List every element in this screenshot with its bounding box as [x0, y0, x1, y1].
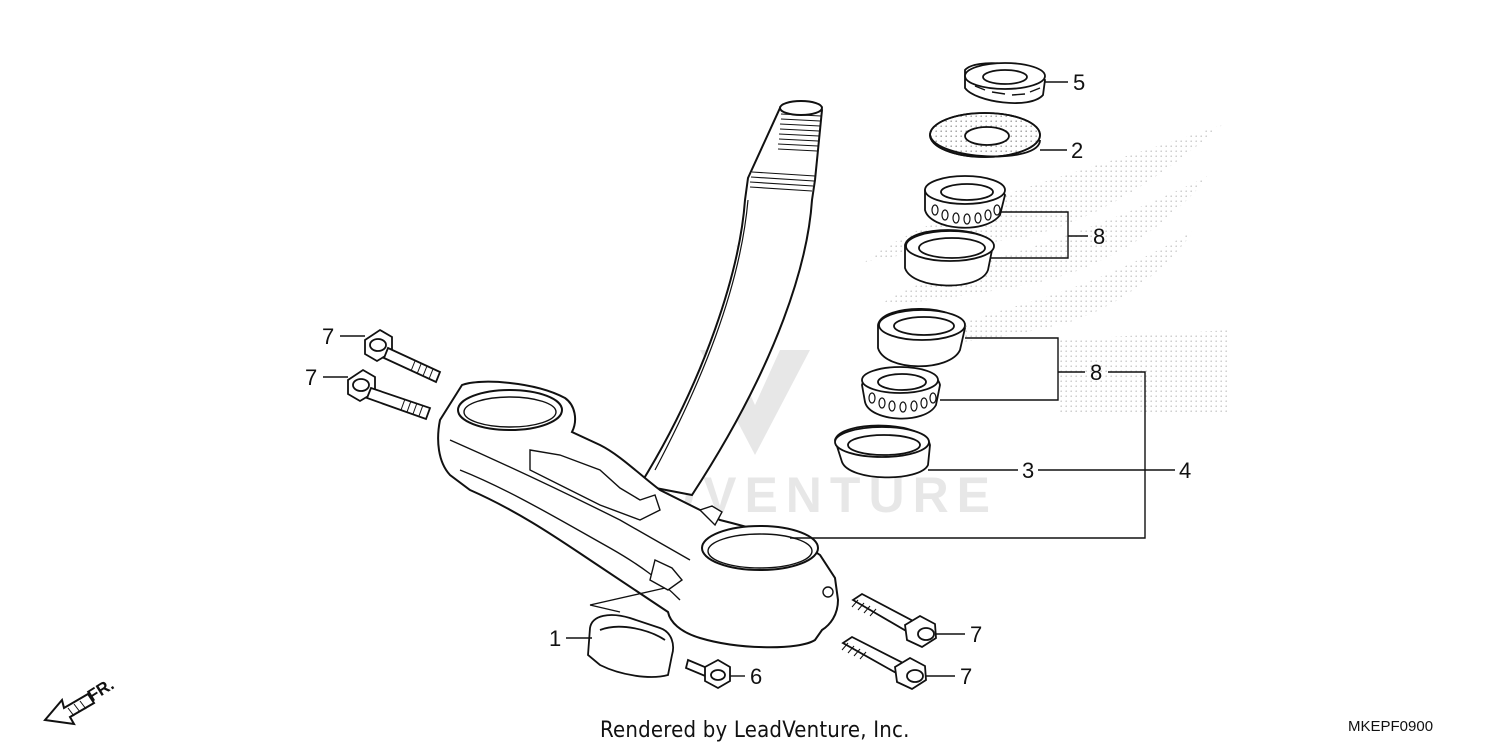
- pinch-bolt-lower-2: [841, 635, 927, 691]
- callout-1: 1: [549, 626, 561, 651]
- cable-clamp: [587, 614, 674, 678]
- pinch-bolt-lower-1: [851, 592, 937, 649]
- callout-labels: 5 2 8 8 3 4 7 7 7 7 1 6: [305, 70, 1191, 689]
- callout-4: 4: [1179, 458, 1191, 483]
- footer-credit: Rendered by LeadVenture, Inc.: [600, 718, 910, 743]
- pinch-bolt-upper-1: [364, 328, 442, 384]
- upper-bearing: [924, 175, 1006, 229]
- callout-6: 6: [750, 664, 762, 689]
- callout-5: 5: [1073, 70, 1085, 95]
- stem-nut: [964, 62, 1046, 104]
- callout-2: 2: [1071, 138, 1083, 163]
- callout-7-c: 7: [970, 622, 982, 647]
- steering-stem: [638, 100, 824, 497]
- callout-7-d: 7: [960, 664, 972, 689]
- callout-7-a: 7: [322, 324, 334, 349]
- clamp-bolt: [684, 658, 731, 690]
- lower-bearing: [861, 366, 941, 420]
- dust-seal: [929, 112, 1041, 158]
- callout-8-upper: 8: [1093, 224, 1105, 249]
- callout-7-b: 7: [305, 365, 317, 390]
- lower-race: [877, 307, 966, 368]
- callout-8-lower: 8: [1090, 360, 1102, 385]
- upper-race: [904, 229, 995, 287]
- front-direction-arrow: FR.: [43, 675, 117, 726]
- part-code: MKEPF0900: [1348, 718, 1434, 735]
- callout-3: 3: [1022, 458, 1034, 483]
- lower-dust-seal: [834, 424, 931, 479]
- lower-triple-clamp: [437, 380, 840, 649]
- leader-lines: [323, 81, 1175, 677]
- pinch-bolt-upper-2: [347, 368, 432, 421]
